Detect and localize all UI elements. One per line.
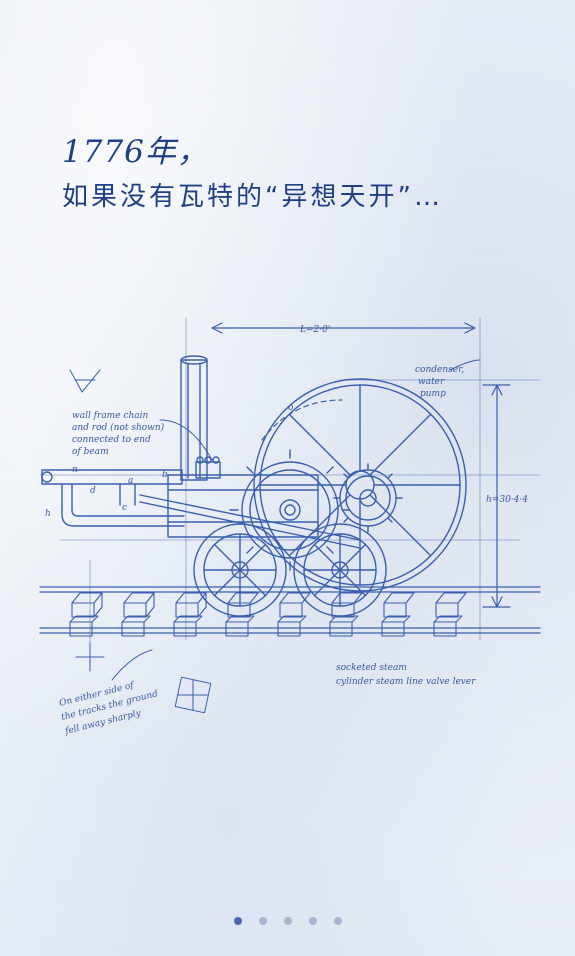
sleepers [69, 592, 467, 637]
bottom-right-note-2: cylinder steam line valve lever [336, 677, 476, 687]
condenser-label-3: pump [420, 389, 446, 399]
label-o: o [288, 403, 294, 413]
page-dot-5[interactable] [333, 917, 342, 925]
label-a: a [128, 476, 133, 486]
rotation-arrow [261, 399, 343, 441]
label-h: h [45, 509, 51, 519]
crosshair [75, 642, 105, 672]
title-year: 1776年， [62, 134, 209, 170]
small-gear [333, 463, 403, 533]
page-title: 1776年， 如果没有瓦特的“异想天开”… [62, 132, 443, 214]
bottom-right-note-1: socketed steam [336, 663, 407, 673]
rails [39, 586, 541, 634]
condenser-label-2: water [418, 377, 445, 387]
page-dot-2[interactable] [258, 917, 267, 925]
pointer-lines [111, 359, 481, 681]
height-dimension-line [482, 384, 511, 608]
cross-section-diagram [174, 676, 212, 714]
page-dot-4[interactable] [308, 917, 317, 925]
left-note-4: of beam [72, 447, 109, 457]
label-b: b [162, 470, 168, 480]
top-dimension-label: L=2·0' [299, 325, 330, 335]
condenser-label-1: condenser, [415, 365, 464, 375]
title-subtitle: 如果没有瓦特的“异想天开”… [62, 182, 443, 212]
steam-locomotive-blueprint: L=2·0' condenser, water pump h=30·4·4 wa… [39, 317, 541, 737]
page-dot-1[interactable] [233, 917, 242, 925]
boiler [167, 456, 319, 538]
large-gear [229, 449, 351, 571]
flywheel [253, 378, 467, 592]
left-note-2: and rod (not shown) [72, 422, 165, 433]
page-dot-3[interactable] [283, 917, 292, 925]
label-n: n [72, 465, 78, 475]
chimney [180, 355, 208, 481]
drive-wheels [193, 523, 387, 617]
left-note-1: wall frame chain [72, 411, 148, 421]
left-note-3: connected to end [72, 435, 151, 445]
height-dimension-label: h=30·4·4 [486, 495, 528, 505]
top-dimension-line [211, 322, 476, 334]
label-c: c [122, 503, 127, 513]
label-d: d [90, 486, 96, 496]
page-indicator[interactable] [0, 917, 575, 929]
angle-diagram [69, 369, 101, 393]
